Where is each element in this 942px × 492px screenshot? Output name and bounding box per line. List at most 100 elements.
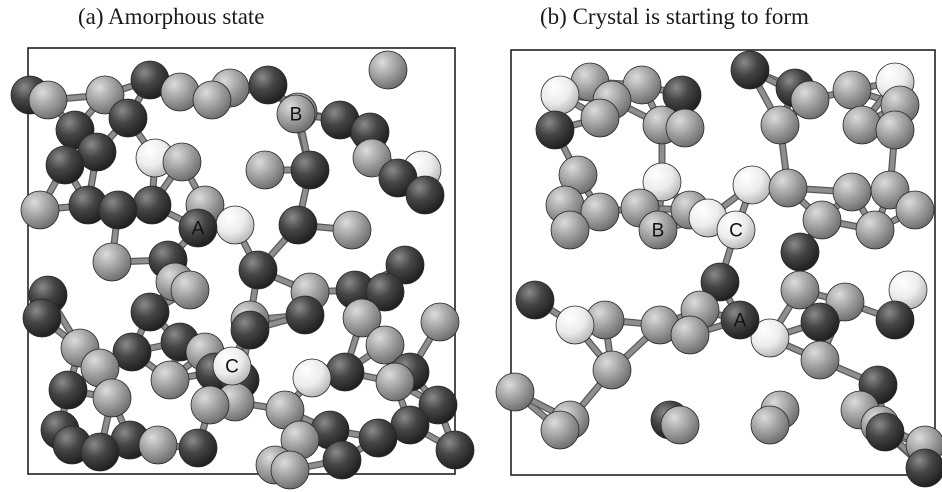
atom-mid: [352, 138, 392, 178]
atom-mid: [375, 362, 415, 402]
atom-mid: [780, 270, 820, 310]
atom-dark: [515, 280, 555, 320]
atom-mid: [855, 210, 895, 250]
atom-mid: [832, 172, 872, 212]
atom-dark: [278, 205, 318, 245]
atom-mid: [580, 192, 620, 232]
atom-mid: [760, 105, 800, 145]
atom-mid: [368, 50, 408, 90]
atom-mid: [20, 190, 60, 230]
atom-dark: [358, 418, 398, 458]
atom-dark: [290, 150, 330, 190]
panel-a-title: (a) Amorphous state: [78, 4, 265, 29]
atom-dark: [80, 432, 120, 472]
atom-light: [732, 165, 772, 205]
atom-mid: [28, 80, 68, 120]
atom-label-c: C: [225, 357, 239, 378]
atom-mid: [342, 298, 382, 338]
atom-mid: [670, 315, 710, 355]
atom-dark: [435, 430, 475, 470]
panel-a-frame: [27, 47, 456, 475]
labeled-atom-b: [638, 210, 678, 250]
labeled-atom-b: [276, 94, 316, 134]
atom-mid: [580, 98, 620, 138]
atom-dark: [780, 232, 820, 272]
atom-label-c: C: [729, 221, 743, 242]
atom-label-a: A: [192, 219, 205, 240]
atom-dark: [48, 370, 88, 410]
atom-dark: [730, 50, 770, 90]
atom-mid: [92, 378, 132, 418]
atom-dark: [875, 300, 915, 340]
atom-mid: [138, 425, 178, 465]
atom-mid: [832, 70, 872, 110]
atom-light: [555, 305, 595, 345]
atom-label-b: B: [652, 221, 665, 242]
atom-dark: [325, 352, 365, 392]
atom-mid: [365, 325, 405, 365]
atom-mid: [665, 108, 705, 148]
atom-mid: [270, 450, 310, 490]
atom-dark: [230, 310, 270, 350]
atom-mid: [190, 385, 230, 425]
atom-dark: [905, 448, 942, 488]
atom-dark: [178, 428, 218, 468]
atom-dark: [45, 145, 85, 185]
atom-mid: [170, 270, 210, 310]
atom-mid: [895, 190, 935, 230]
labeled-atom-a: [720, 300, 760, 340]
panel-b-title: (b) Crystal is starting to form: [540, 4, 809, 29]
atom-dark: [322, 440, 362, 480]
atom-mid: [790, 80, 830, 120]
atom-mid: [660, 405, 700, 445]
atom-dark: [22, 298, 62, 338]
atom-mid: [160, 72, 200, 112]
atom-dark: [130, 292, 170, 332]
atom-light: [215, 205, 255, 245]
atom-mid: [802, 200, 842, 240]
atom-mid: [420, 302, 460, 342]
atom-dark: [418, 385, 458, 425]
atom-mid: [800, 340, 840, 380]
atom-label-b: B: [290, 105, 303, 126]
atom-mid: [192, 80, 232, 120]
panel-a-atoms: [10, 50, 475, 490]
panel-b-labels: B C A: [638, 210, 760, 340]
panel-b-frame: [510, 49, 936, 476]
atom-mid: [540, 410, 580, 450]
atom-light: [292, 358, 332, 398]
atom-mid: [768, 168, 808, 208]
labeled-atom-c: [212, 346, 252, 386]
atom-dark: [800, 302, 840, 342]
atom-mid: [150, 360, 190, 400]
atom-mid: [92, 242, 132, 282]
atom-label-a: A: [734, 311, 747, 332]
atom-mid: [592, 350, 632, 390]
atom-mid: [875, 110, 915, 150]
atom-dark: [98, 190, 138, 230]
panel-a-labels: A B C: [178, 94, 316, 386]
atom-dark: [132, 185, 172, 225]
atom-mid: [162, 142, 202, 182]
atom-light: [750, 318, 790, 358]
atom-dark: [385, 245, 425, 285]
atom-dark: [108, 98, 148, 138]
atom-light: [540, 75, 580, 115]
atom-dark: [700, 262, 740, 302]
panel-b-atoms: [495, 50, 942, 488]
atom-dark: [248, 65, 288, 105]
atom-mid: [245, 150, 285, 190]
atom-dark: [405, 175, 445, 215]
atom-dark: [865, 412, 905, 452]
atom-dark: [112, 332, 152, 372]
atom-mid: [750, 405, 790, 445]
atom-mid: [550, 210, 590, 250]
atom-mid: [495, 372, 535, 412]
atom-dark: [285, 295, 325, 335]
atom-light: [642, 162, 682, 202]
atom-dark: [535, 110, 575, 150]
panel-b-crystal: B C A: [495, 49, 942, 488]
atom-dark: [238, 250, 278, 290]
atom-mid: [842, 105, 882, 145]
